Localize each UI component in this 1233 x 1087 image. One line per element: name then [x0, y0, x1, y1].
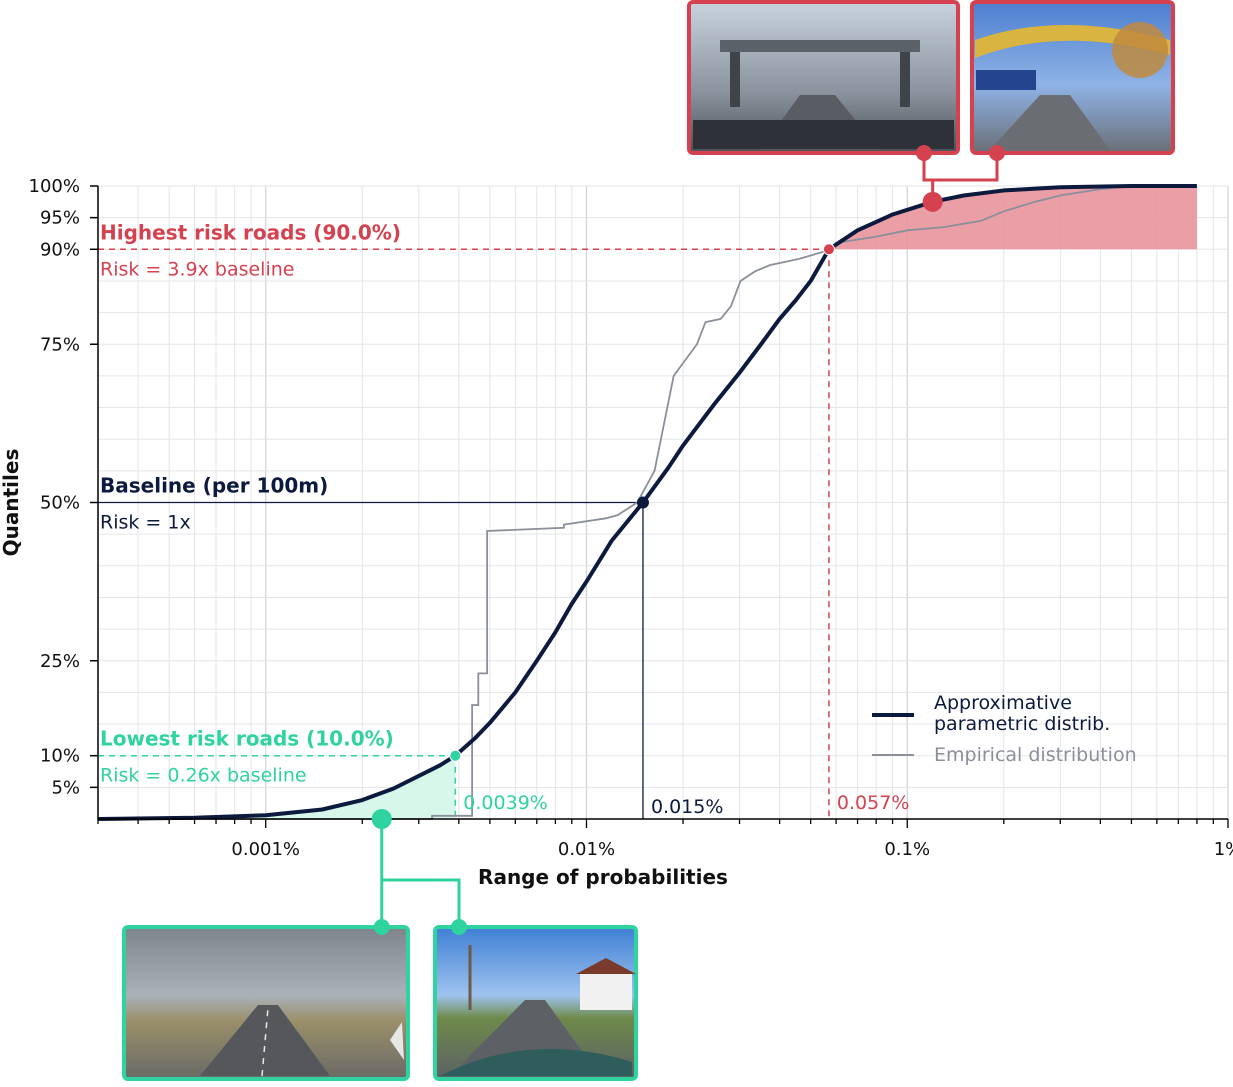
low-risk-value: 0.0039%: [463, 792, 548, 814]
x-tick-label: 0.1%: [884, 839, 930, 860]
y-tick-label: 100%: [29, 176, 80, 197]
y-tick-label: 95%: [40, 208, 80, 229]
x-axis-title: Range of probabilities: [478, 865, 728, 889]
low-connector-dot: [451, 919, 467, 935]
series: [97, 184, 1197, 821]
high-risk-point: [822, 243, 835, 256]
low-risk-photo-1: [122, 925, 410, 1081]
photo-connectors: [371, 145, 1005, 935]
legend-label: Approximative: [934, 692, 1072, 714]
y-tick-label: 5%: [51, 777, 80, 798]
x-tick-label: 0.001%: [231, 839, 300, 860]
baseline-point: [636, 496, 649, 509]
low-anchor-dot: [371, 809, 392, 829]
highlight-fills: [98, 186, 1197, 819]
high-risk-photo-2: [970, 0, 1175, 155]
high-connector-dot: [989, 145, 1005, 161]
high-risk-photo-1: [687, 0, 960, 155]
low-risk-title: Lowest risk roads (10.0%): [100, 727, 394, 751]
y-tick-label: 10%: [40, 746, 80, 767]
y-tick-label: 75%: [40, 334, 80, 355]
empirical-series-line: [119, 185, 1197, 820]
high-risk-title: Highest risk roads (90.0%): [100, 220, 401, 244]
low-connector-dot: [373, 919, 390, 935]
annotations: Highest risk roads (90.0%) Risk = 3.9x ba…: [100, 220, 909, 818]
y-tick-label: 50%: [40, 493, 80, 514]
high-risk-value: 0.057%: [837, 792, 909, 814]
y-tick-label: 90%: [40, 239, 80, 260]
y-axis-title: Quantiles: [0, 449, 23, 557]
high-risk-subtitle: Risk = 3.9x baseline: [100, 258, 294, 280]
high-connector: [922, 153, 935, 202]
example-photos: [122, 0, 1175, 1081]
reference-lines: [98, 248, 830, 819]
high-risk-area: [828, 186, 1197, 250]
legend-label: Empirical distribution: [934, 744, 1137, 766]
baseline-subtitle: Risk = 1x: [100, 512, 191, 534]
high-anchor-dot: [922, 191, 943, 212]
y-tick-label: 25%: [40, 651, 80, 672]
low-risk-area: [98, 755, 456, 819]
baseline-title: Baseline (per 100m): [100, 474, 328, 498]
low-risk-photo-2: [433, 925, 638, 1081]
axes: 100% 95% 90% 75% 50% 25% 10% 5% 0.001% 0.01% 0.1% 1…: [0, 176, 1233, 889]
high-connector-branch: [932, 153, 999, 182]
baseline-value: 0.015%: [651, 796, 723, 818]
high-connector-dot: [916, 145, 932, 161]
low-risk-point: [449, 749, 462, 762]
x-tick-label: 0.01%: [558, 839, 615, 860]
low-connector-branch: [381, 878, 461, 927]
legend-label: parametric distrib.: [934, 713, 1110, 735]
x-tick-label: 1%: [1214, 839, 1233, 860]
low-risk-subtitle: Risk = 0.26x baseline: [100, 765, 307, 787]
